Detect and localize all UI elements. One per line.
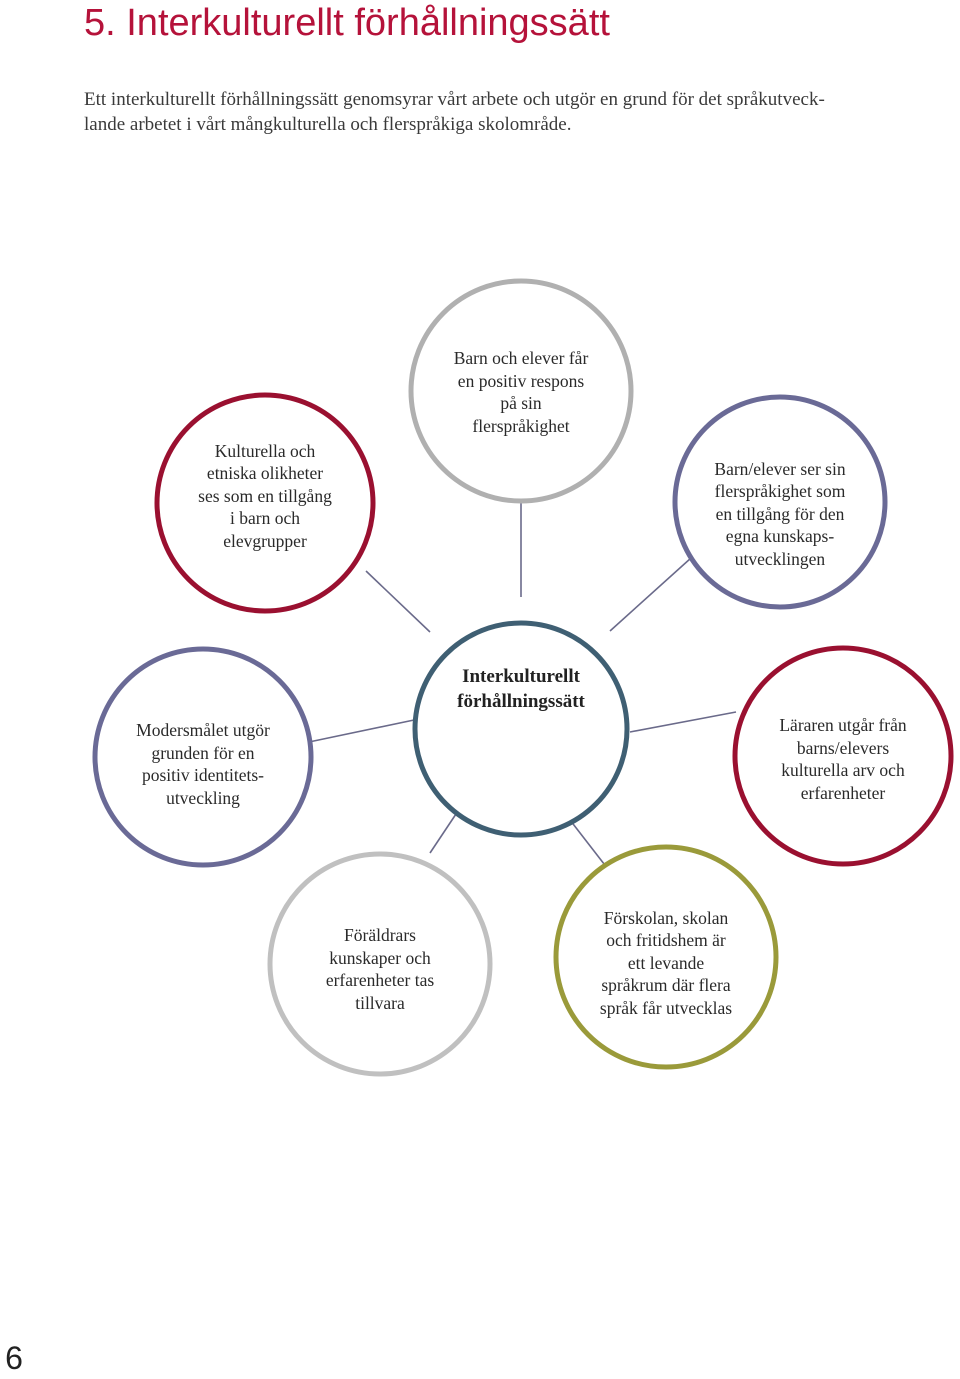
center-line: Interkulturellt (462, 666, 580, 687)
node-lower-right: Förskolan, skolan och fritidshem är ett … (566, 898, 766, 1028)
node-line: språkrum där flera (601, 975, 731, 996)
node-line: barns/elevers (796, 737, 890, 758)
circle-lower-right (553, 844, 779, 1070)
node-line: flerspråkighet som (714, 481, 846, 502)
circle-lower-left (267, 851, 493, 1077)
intro-line: Ett interkulturellt förhållningssätt gen… (84, 89, 825, 110)
node-lower-left: Föräldrars kunskaper och erfarenheter ta… (280, 914, 480, 1024)
circle-center (412, 620, 630, 838)
node-line: Förskolan, skolan (603, 907, 729, 928)
center-line: förhållningssätt (457, 691, 585, 712)
circles (92, 278, 954, 1077)
connector-left (308, 719, 415, 743)
circle-top (408, 278, 634, 504)
connector-right (629, 711, 737, 733)
page-heading: 5. Interkulturellt förhållningssätt (84, 2, 610, 44)
circle-upper-right (672, 394, 888, 610)
node-line: Läraren utgår från (779, 715, 907, 735)
node-line: Modersmålet utgör (136, 720, 270, 740)
intro-line: lande arbetet i vårt mångkulturella och … (84, 114, 572, 135)
center-node: Interkulturellt förhållningssätt (421, 629, 621, 749)
node-line: erfarenheter (800, 782, 886, 803)
node-line: ses som en tillgång (198, 485, 332, 506)
node-line: i barn och (230, 508, 300, 529)
node-line: kulturella arv och (781, 760, 905, 780)
node-line: språk får utvecklas (599, 997, 733, 1018)
page-number: 6 (5, 1340, 23, 1376)
node-line: tillvara (355, 992, 405, 1013)
node-line: och fritidshem är (606, 930, 726, 951)
node-left: Modersmålet utgör grunden för en positiv… (103, 709, 303, 819)
node-line: egna kunskaps- (725, 526, 835, 547)
node-line: ett levande (627, 952, 705, 973)
node-line: utveckling (166, 787, 240, 808)
node-line: Kulturella och (214, 440, 316, 461)
node-line: grunden för en (151, 742, 255, 763)
circle-right (732, 645, 954, 867)
circle-upper-left (154, 392, 376, 614)
node-upper-left: Kulturella och etniska olikheter ses som… (165, 431, 365, 561)
connector-upper-right (609, 557, 692, 632)
node-line: elevgrupper (223, 530, 307, 551)
node-line: på sin (500, 393, 542, 413)
node-line: kunskaper och (329, 947, 431, 968)
node-right: Läraren utgår från barns/elevers kulture… (743, 704, 943, 814)
node-line: positiv identitets- (141, 765, 264, 785)
node-top: Barn och elever får en positiv respons p… (421, 327, 621, 457)
node-line: etniska olikheter (206, 463, 324, 484)
node-line: en tillgång för den (715, 503, 845, 524)
node-line: utvecklingen (734, 548, 826, 569)
intro-paragraph: Ett interkulturellt förhållningssätt gen… (84, 87, 944, 137)
node-line: Barn/elever ser sin (714, 458, 846, 479)
node-upper-right: Barn/elever ser sin flerspråkighet som e… (680, 449, 880, 579)
node-line: Barn och elever får (453, 348, 589, 368)
connector-upper-left (365, 570, 431, 633)
node-line: en positiv respons (457, 370, 585, 391)
node-line: flerspråkighet (472, 415, 570, 436)
node-line: Föräldrars (344, 925, 416, 945)
node-line: erfarenheter tas (325, 970, 435, 990)
circle-left (92, 646, 314, 868)
